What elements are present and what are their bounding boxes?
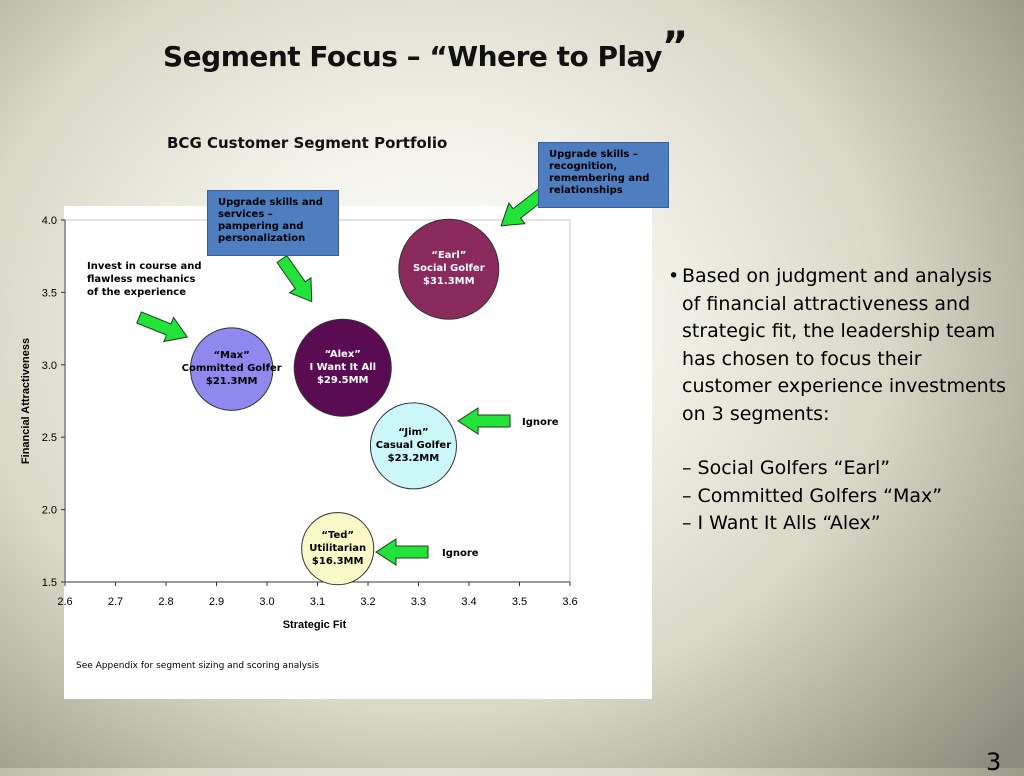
bubble-label-line: $29.5MM	[316, 374, 369, 386]
x-tick-label: 2.8	[158, 596, 173, 608]
bubble-label-line: “Alex”	[324, 348, 361, 360]
bullet-dot: •	[668, 265, 680, 287]
bubble-label-earl: “Earl”Social Golfer$31.3MM	[389, 249, 509, 288]
bubble-label-line: $16.3MM	[311, 555, 364, 567]
x-axis-label: Strategic Fit	[283, 619, 347, 631]
bubble-label-line: “Ted”	[321, 529, 354, 541]
bubble-label-line: “Earl”	[431, 250, 467, 262]
y-tick-label: 2.5	[42, 432, 57, 444]
bubble-max	[189, 327, 274, 411]
slide-title: Segment Focus – “Where to Play”	[163, 24, 688, 73]
x-tick-label: 2.6	[57, 596, 72, 608]
arrow-to-max-icon	[136, 311, 189, 343]
bubble-label-line: $23.2MM	[387, 452, 440, 464]
bubble-earl	[398, 218, 500, 320]
title-close-quote: ”	[661, 24, 688, 70]
ignore-label-jim: Ignore	[522, 417, 559, 428]
x-tick-label: 3.2	[360, 596, 375, 608]
bubble-label-max: “Max”Committed Golfer$21.3MM	[172, 349, 292, 388]
segment-item-alex: – I Want It Alls “Alex”	[682, 512, 881, 534]
bubble-label-line: $21.3MM	[205, 376, 258, 388]
x-tick-label: 2.7	[108, 596, 123, 608]
main-bullet: Based on judgment and analysis of financ…	[682, 265, 1007, 425]
bubble-label-line: “Jim”	[398, 426, 429, 438]
y-tick-label: 3.0	[42, 360, 57, 372]
bubble-jim	[369, 402, 457, 490]
x-tick-label: 3.6	[562, 596, 577, 608]
bubble-label-jim: “Jim”Casual Golfer$23.2MM	[353, 426, 473, 465]
bubble-label-line: $31.3MM	[423, 276, 475, 288]
bubble-label-line: Social Golfer	[412, 263, 485, 275]
arrow-to-earl-icon	[500, 188, 547, 227]
bullet-block: • Based on judgment and analysis of fina…	[668, 263, 1013, 538]
footnote: See Appendix for segment sizing and scor…	[76, 661, 319, 671]
x-tick-label: 3.5	[512, 596, 527, 608]
callout-earl: Upgrade skills – recognition, rememberin…	[538, 142, 669, 208]
bubble-label-alex: “Alex”I Want It All$29.5MM	[283, 348, 403, 387]
bubble-label-ted: “Ted”Utilitarian$16.3MM	[278, 529, 398, 568]
segment-item-max: – Committed Golfers “Max”	[682, 484, 943, 507]
bubble-label-line: I Want It All	[309, 361, 377, 373]
page-number: 3	[986, 748, 1002, 776]
ignore-label-ted: Ignore	[442, 548, 479, 559]
chart-title: BCG Customer Segment Portfolio	[167, 134, 448, 152]
bubble-label-line: Utilitarian	[309, 542, 367, 554]
chart-panel	[64, 206, 652, 699]
note-max: Invest in course and flawless mechanics …	[87, 261, 202, 298]
bubble-ted	[301, 512, 375, 586]
x-tick-label: 3.0	[259, 596, 274, 608]
y-tick-label: 3.5	[42, 287, 57, 299]
bubble-label-line: “Max”	[213, 350, 250, 362]
y-axis-label: Financial Attractiveness	[20, 338, 32, 464]
callout-alex: Upgrade skills and services – pampering …	[207, 190, 339, 256]
bubble-label-line: Casual Golfer	[375, 439, 452, 451]
y-tick-label: 1.5	[42, 577, 57, 589]
arrow-to-ted-icon	[375, 538, 429, 566]
arrow-to-jim-icon	[457, 407, 511, 435]
x-tick-label: 2.9	[209, 596, 224, 608]
y-tick-label: 2.0	[42, 505, 57, 517]
x-tick-label: 3.4	[461, 596, 476, 608]
y-tick-label: 4.0	[42, 215, 57, 227]
x-tick-label: 3.3	[411, 596, 426, 608]
arrow-to-alex-icon	[276, 254, 313, 303]
bubble-label-line: Committed Golfer	[181, 363, 282, 375]
bubble-alex	[293, 318, 392, 417]
segment-list: – Social Golfers “Earl” – Committed Golf…	[668, 455, 1013, 538]
segment-item-earl: – Social Golfers “Earl”	[682, 457, 891, 479]
x-tick-label: 3.1	[310, 596, 325, 608]
